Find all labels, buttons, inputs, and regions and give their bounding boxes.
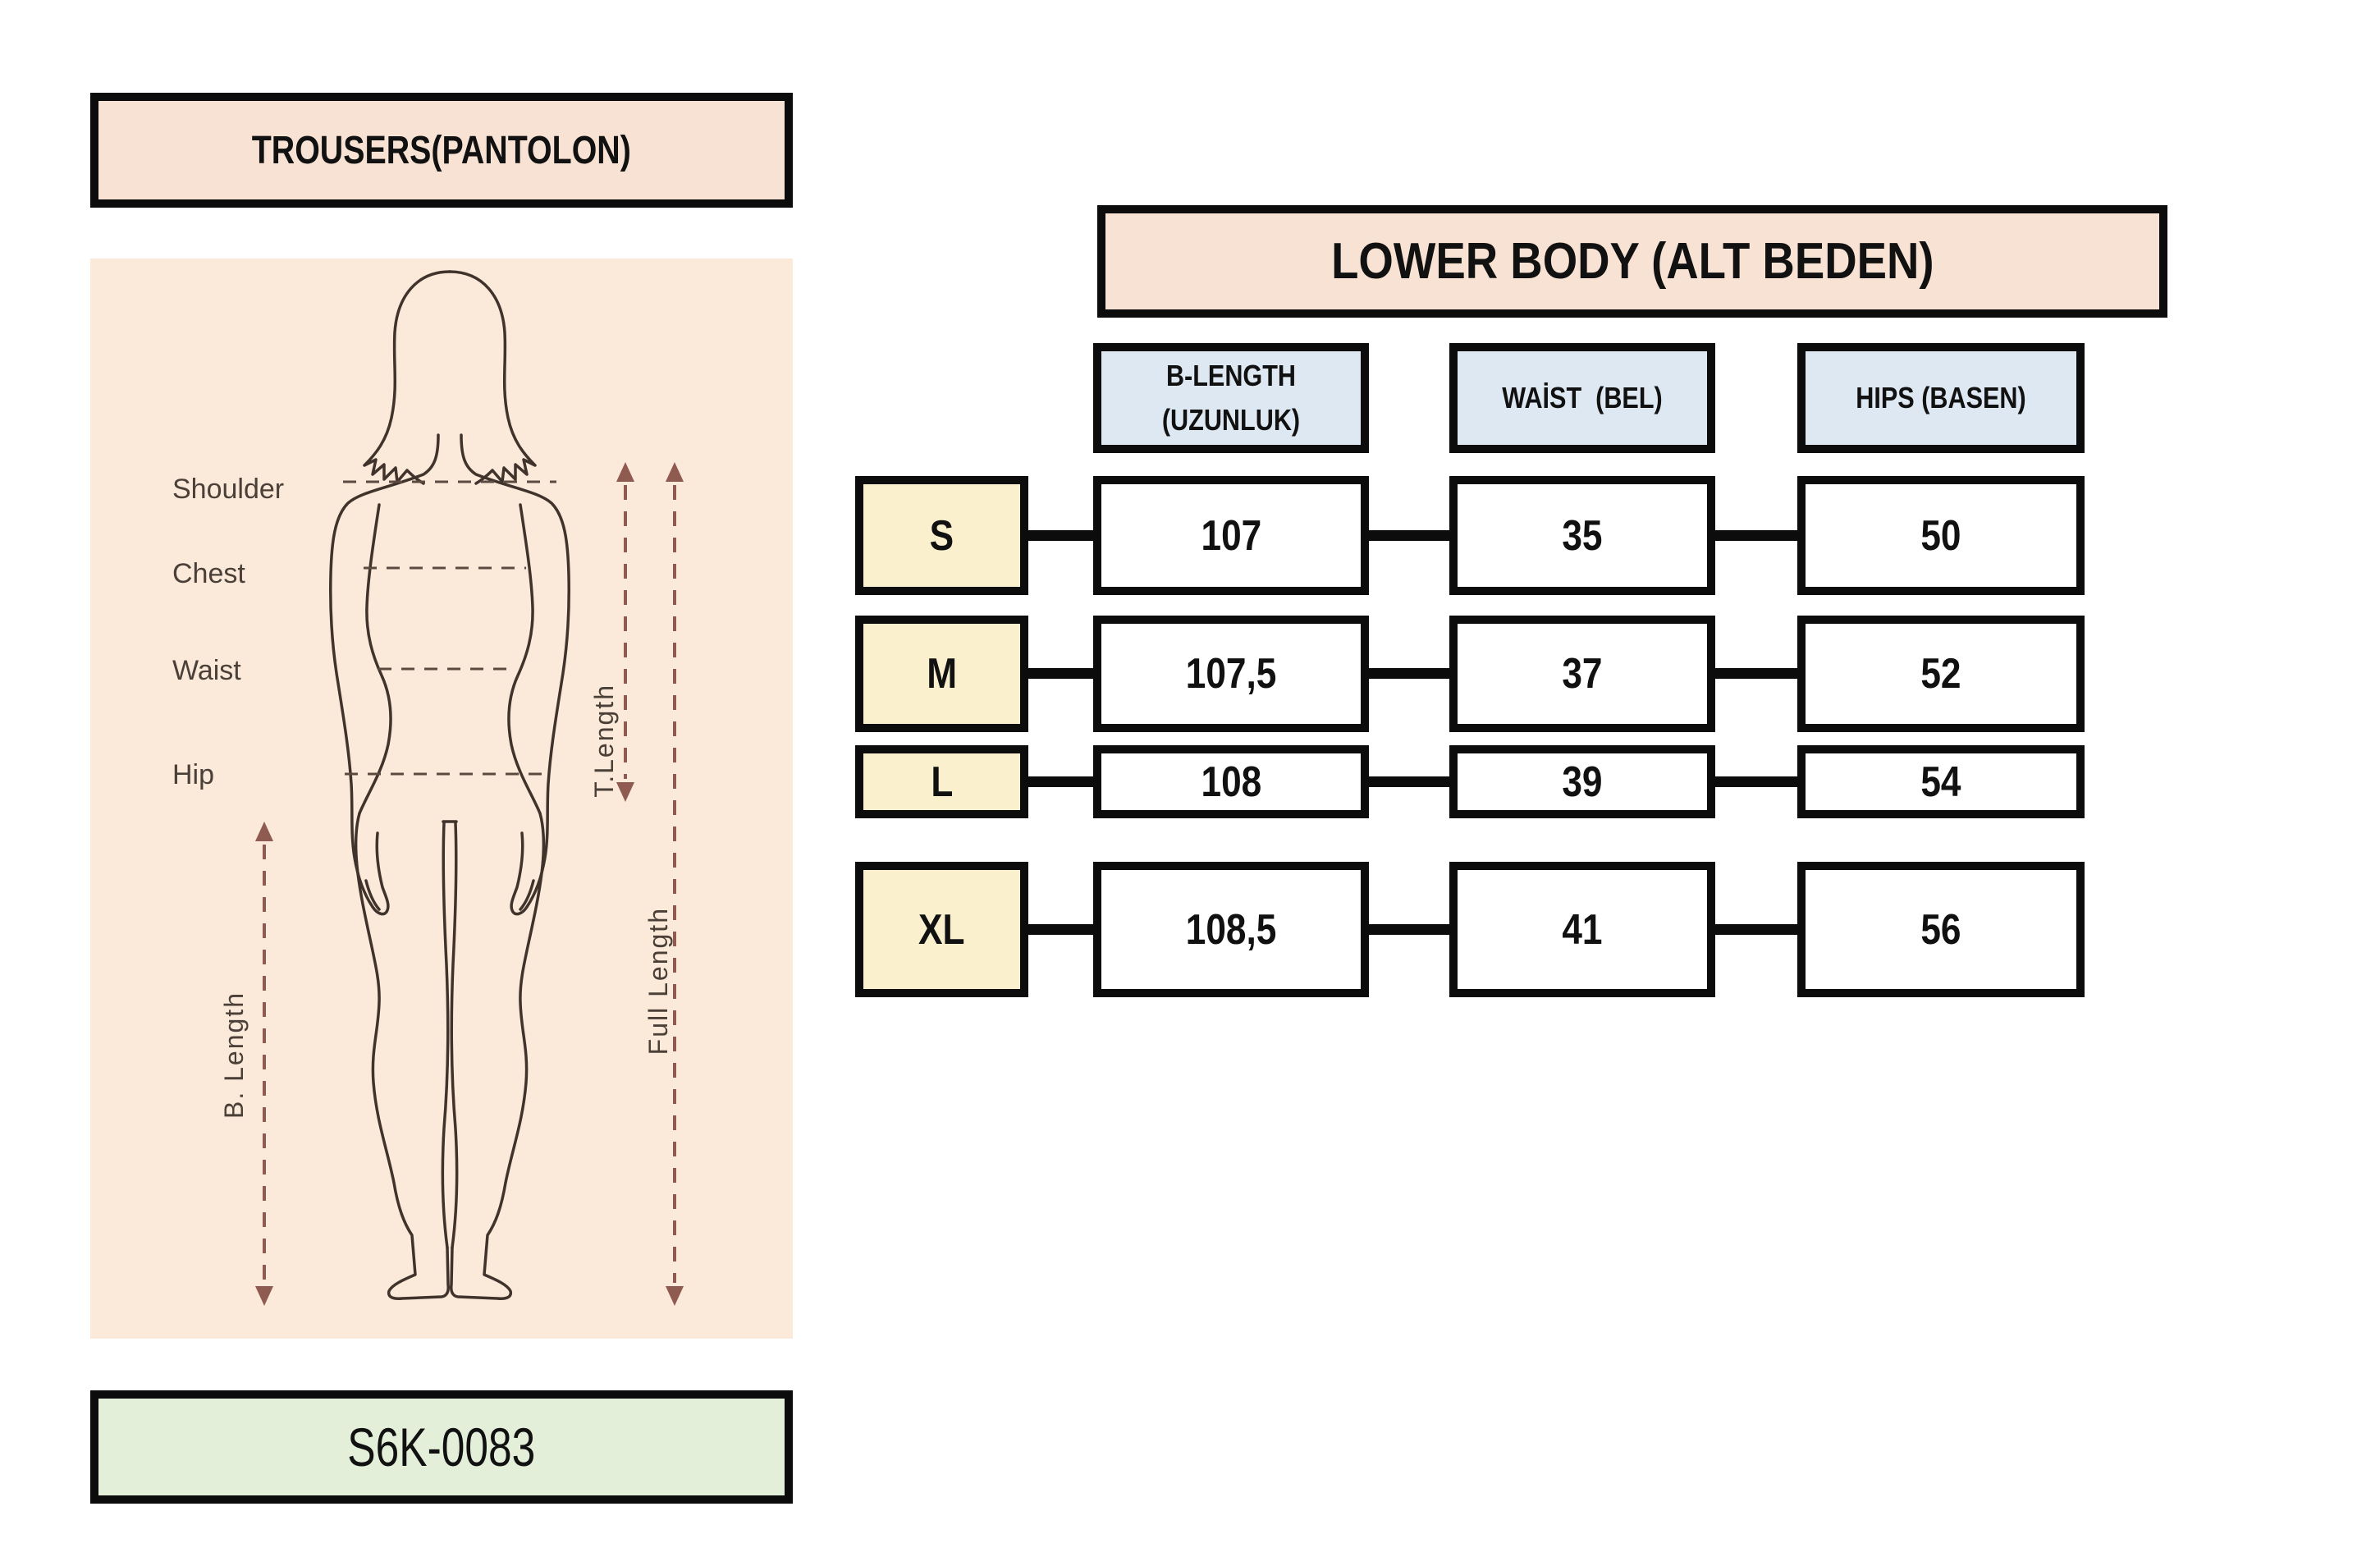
- size-box-m: M: [855, 616, 1028, 732]
- connector: [1710, 530, 1804, 541]
- cell-s-b-length: 107: [1093, 476, 1369, 595]
- column-header-waist: WAİST (BEL): [1449, 343, 1715, 453]
- connector: [1710, 668, 1804, 679]
- cell-value: 108,5: [1185, 905, 1277, 954]
- full-length-arrowhead-up: [666, 462, 684, 482]
- cell-l-b-length: 108: [1093, 745, 1369, 818]
- full-length-arrowhead-down: [666, 1286, 684, 1306]
- cell-m-b-length: 107,5: [1093, 616, 1369, 732]
- cell-value: 37: [1562, 650, 1603, 698]
- body-measurement-diagram: [255, 270, 684, 1306]
- cell-value: 41: [1562, 905, 1603, 954]
- connector: [1364, 668, 1456, 679]
- product-title: TROUSERS(PANTOLON): [251, 128, 632, 172]
- column-header-line1: B-LENGTH: [1165, 359, 1297, 392]
- cell-value: 108: [1201, 758, 1261, 806]
- cell-value: 107: [1201, 511, 1261, 560]
- cell-l-hips: 54: [1797, 745, 2085, 818]
- length-arrows: [255, 462, 684, 1306]
- cell-value: 39: [1562, 758, 1603, 806]
- connector: [1024, 924, 1100, 935]
- cell-l-waist: 39: [1449, 745, 1715, 818]
- size-label: M: [927, 650, 957, 698]
- connector: [1024, 530, 1100, 541]
- b-length-arrowhead-up: [255, 822, 273, 841]
- cell-value: 52: [1920, 650, 1961, 698]
- waist-label: Waist: [172, 655, 241, 686]
- b-length-arrowhead-down: [255, 1286, 273, 1306]
- cell-xl-waist: 41: [1449, 862, 1715, 997]
- product-title-box: TROUSERS(PANTOLON): [90, 93, 793, 208]
- connector: [1364, 530, 1456, 541]
- connector: [1710, 776, 1804, 787]
- cell-xl-b-length: 108,5: [1093, 862, 1369, 997]
- cell-m-waist: 37: [1449, 616, 1715, 732]
- product-code-box: S6K-0083: [90, 1390, 793, 1504]
- connector: [1364, 924, 1456, 935]
- column-header-line1: WAİST (BEL): [1502, 381, 1663, 414]
- connector: [1710, 924, 1804, 935]
- cell-value: 54: [1920, 758, 1961, 806]
- body-outline: [329, 270, 570, 1300]
- table-title-box: LOWER BODY (ALT BEDEN): [1097, 205, 2167, 318]
- table-title: LOWER BODY (ALT BEDEN): [1330, 233, 1934, 290]
- hip-label: Hip: [172, 759, 215, 790]
- connector: [1024, 776, 1100, 787]
- t-length-arrowhead-down: [616, 782, 634, 802]
- product-code: S6K-0083: [347, 1417, 536, 1477]
- shoulder-label: Shoulder: [172, 474, 285, 505]
- column-header-line2: (UZUNLUK): [1161, 403, 1301, 437]
- size-label: S: [929, 511, 954, 560]
- size-label: XL: [918, 905, 965, 954]
- column-header-line1: HIPS (BASEN): [1856, 381, 2026, 414]
- size-box-xl: XL: [855, 862, 1028, 997]
- full-length-label: Full Length: [643, 907, 673, 1055]
- column-header-b-length: B-LENGTH (UZUNLUK): [1093, 343, 1369, 453]
- cell-m-hips: 52: [1797, 616, 2085, 732]
- measurement-dashed-lines: [343, 480, 556, 776]
- size-box-s: S: [855, 476, 1028, 595]
- cell-value: 107,5: [1185, 650, 1277, 698]
- cell-s-hips: 50: [1797, 476, 2085, 595]
- b-length-label: B. Length: [219, 991, 249, 1119]
- connector: [1024, 668, 1100, 679]
- cell-xl-hips: 56: [1797, 862, 2085, 997]
- cell-value: 50: [1920, 511, 1961, 560]
- chest-label: Chest: [172, 558, 245, 589]
- connector: [1364, 776, 1456, 787]
- column-header-hips: HIPS (BASEN): [1797, 343, 2085, 453]
- t-length-label: T.Length: [589, 684, 619, 798]
- size-box-l: L: [855, 745, 1028, 818]
- t-length-arrowhead-up: [616, 462, 634, 482]
- size-label: L: [930, 758, 953, 806]
- cell-value: 56: [1920, 905, 1961, 954]
- cell-value: 35: [1562, 511, 1603, 560]
- measurement-figure-panel: Shoulder Chest Waist Hip T.Length Full L…: [90, 259, 793, 1339]
- cell-s-waist: 35: [1449, 476, 1715, 595]
